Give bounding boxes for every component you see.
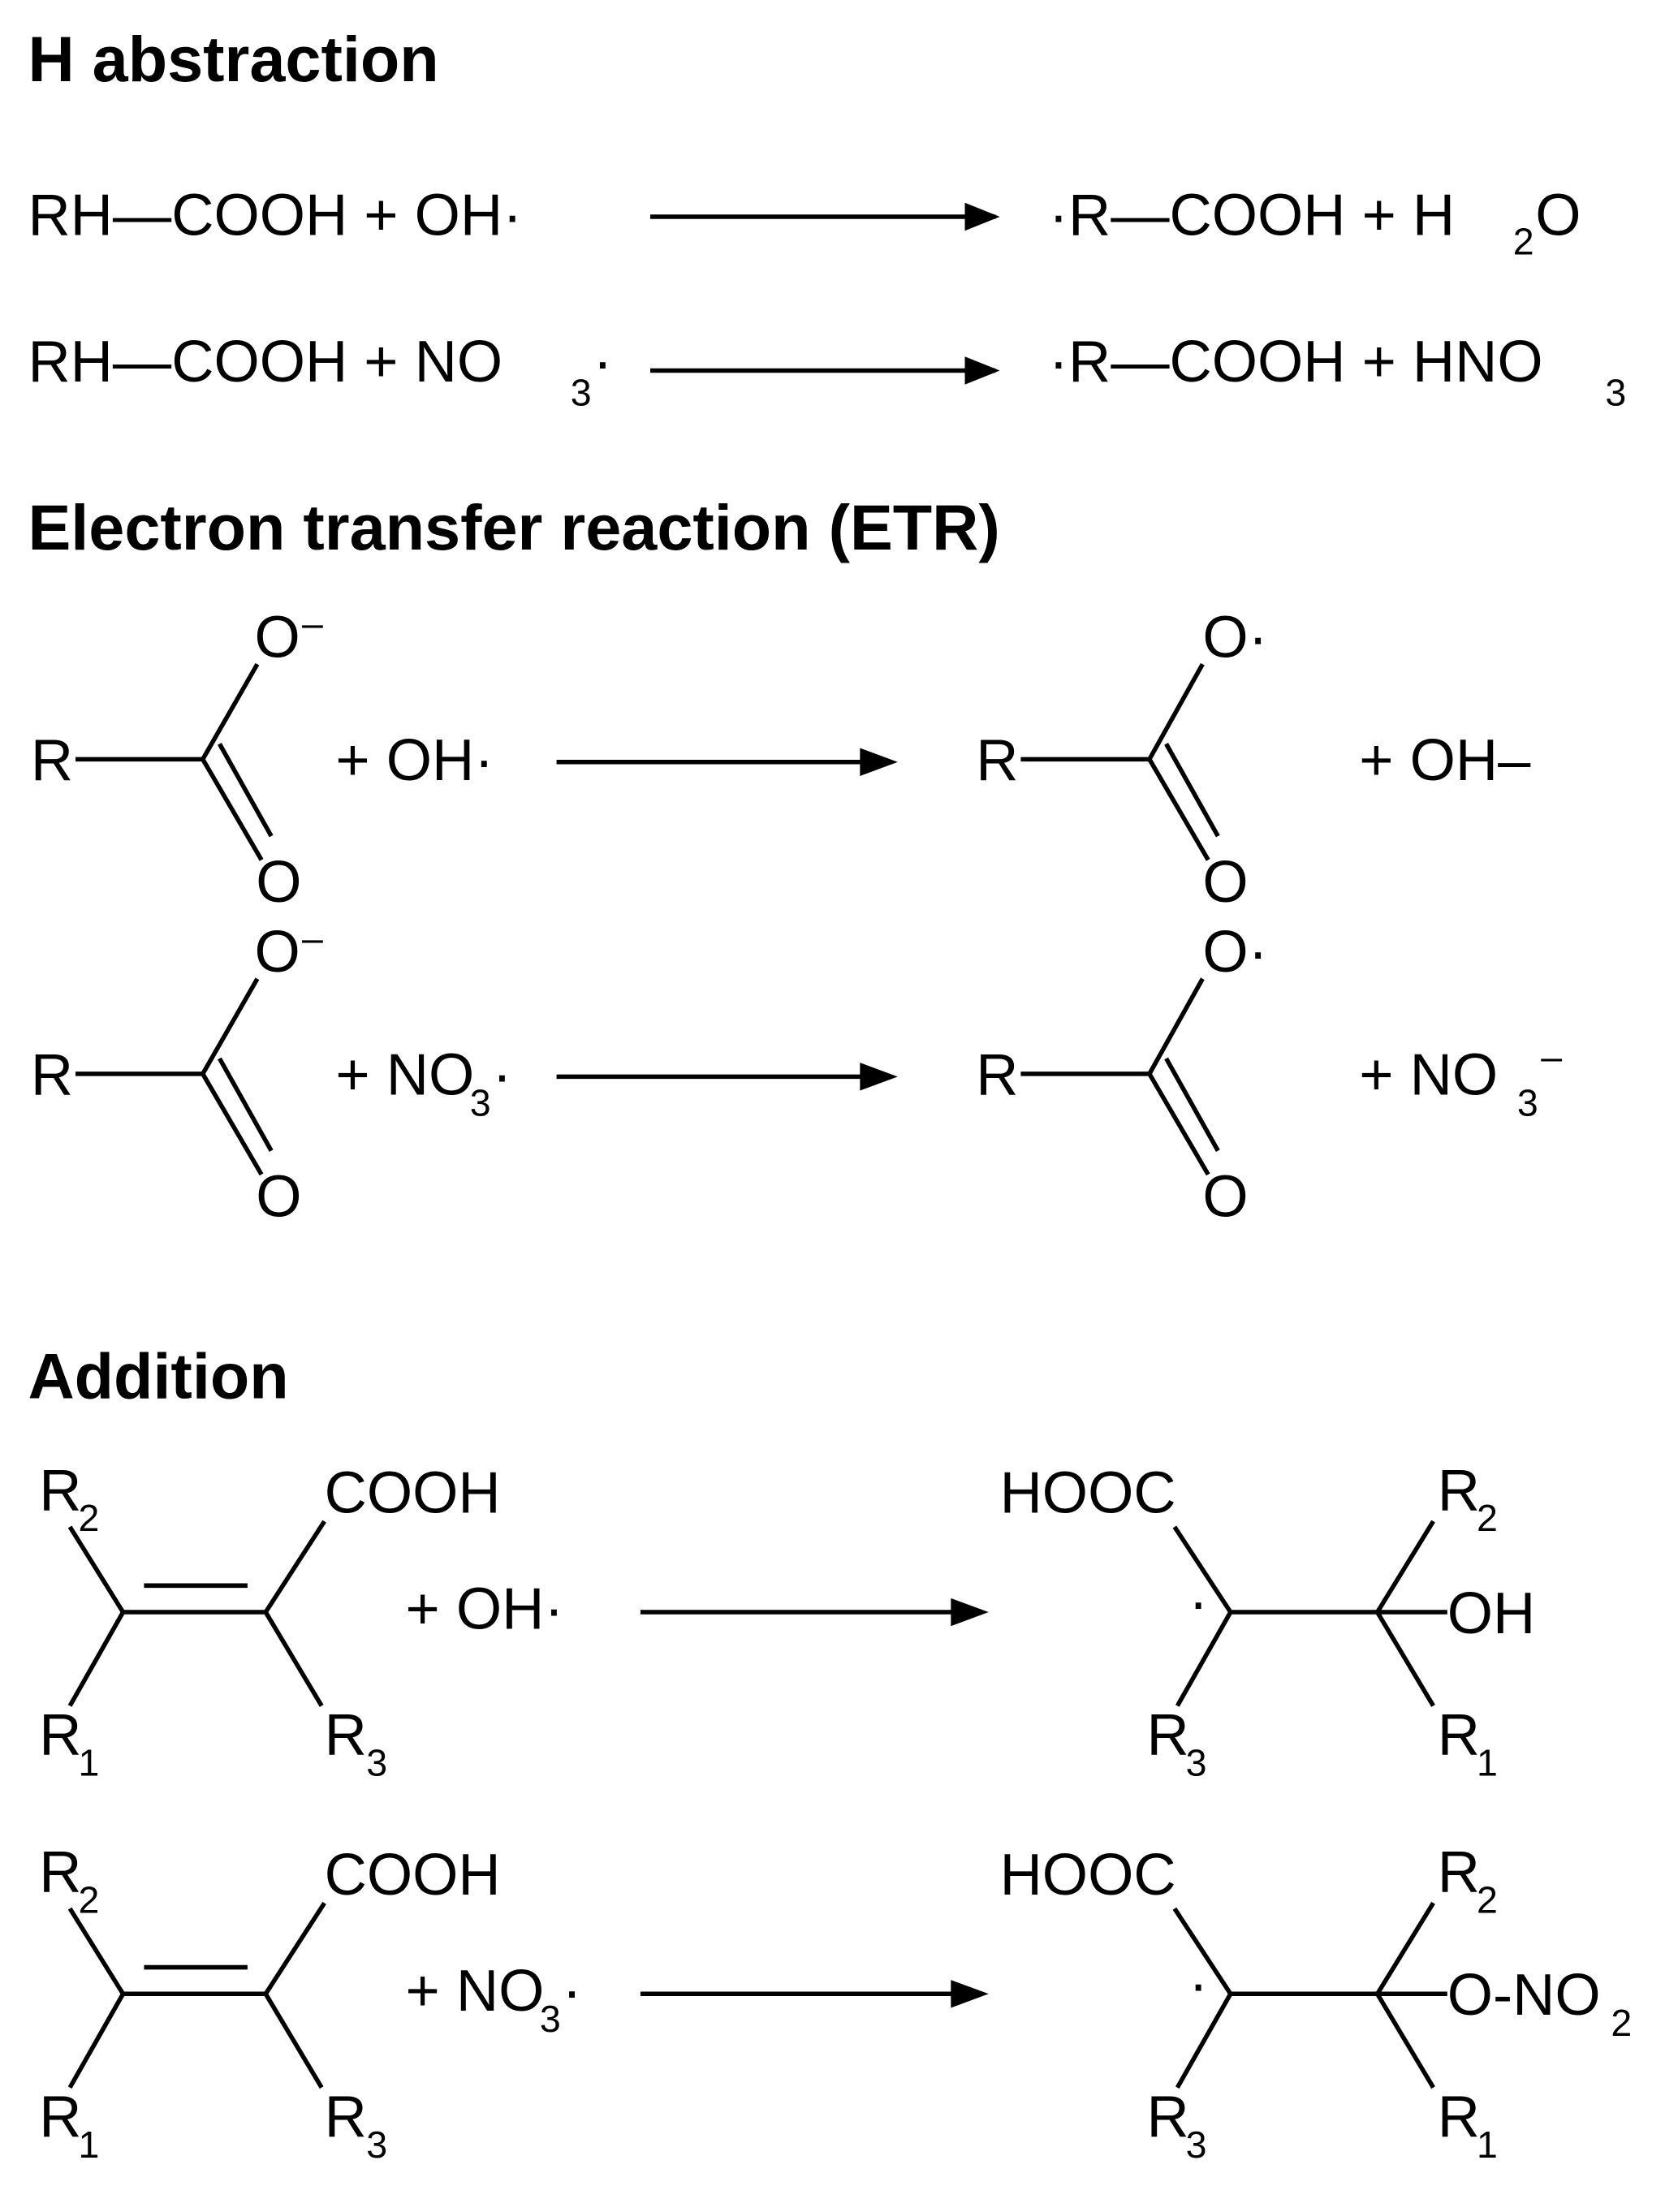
o-label: O [256, 850, 301, 915]
heading-addition: Addition [28, 1340, 288, 1412]
o-label: O [256, 1165, 301, 1230]
products: ·R—COOH + H [1049, 183, 1455, 248]
reagent: + NO [406, 1959, 545, 2024]
radical-dot: · [593, 330, 612, 395]
r-label: R [31, 1043, 73, 1108]
r-label: R [325, 2085, 367, 2149]
heading-etr: Electron transfer reaction (ETR) [28, 491, 999, 563]
cooh-label: COOH [325, 1843, 501, 1908]
charge-minus: – [1541, 1036, 1562, 1078]
byproduct: + NO [1359, 1043, 1498, 1108]
r-label: R [1146, 2085, 1188, 2149]
products-end: O [1535, 183, 1581, 248]
subscript: 2 [1611, 2002, 1632, 2044]
o-radical-label: O· [1202, 920, 1267, 985]
hooc-label: HOOC [1000, 1843, 1176, 1908]
hooc-label: HOOC [1000, 1461, 1176, 1526]
arrow-head [951, 1980, 989, 2008]
subscript: 1 [78, 1742, 99, 1784]
r-label: R [976, 1043, 1018, 1108]
subscript: 2 [78, 1497, 99, 1539]
r-label: R [325, 1703, 367, 1768]
subscript: 2 [1513, 220, 1534, 262]
charge-minus: – [302, 602, 323, 645]
addition-oh-reaction: R 2 R 1 COOH R 3 + OH· HOOC · R 3 R 2 OH… [39, 1458, 1535, 1783]
etr-no3-reaction: R O – O + NO 3 · R O· O + NO 3 – [31, 916, 1562, 1229]
subscript: 3 [1186, 2124, 1207, 2166]
radical-dot: · [1188, 1951, 1208, 2016]
r-label: R [1438, 1703, 1480, 1768]
subscript: 1 [1477, 1742, 1498, 1784]
r-label: R [39, 2085, 81, 2149]
reactants: RH—COOH + OH· [28, 183, 522, 248]
o-radical-label: O· [1202, 606, 1267, 670]
o-label: O [1202, 850, 1248, 915]
o-no2-group: O-NO [1447, 1963, 1601, 2028]
heading-h-abstraction: H abstraction [28, 23, 438, 95]
radical-dot: · [1188, 1570, 1208, 1635]
arrow-head [951, 1598, 989, 1627]
r-label: R [1438, 1458, 1480, 1523]
o-label: O [1202, 1165, 1248, 1230]
cooh-label: COOH [325, 1461, 501, 1526]
h-abstraction-oh-reaction: RH—COOH + OH· ·R—COOH + H 2 O [28, 183, 1581, 262]
subscript: 3 [366, 2124, 387, 2166]
radical-dot: · [562, 1959, 581, 2024]
subscript: 1 [1477, 2124, 1498, 2166]
r-label: R [39, 1458, 81, 1523]
reagent: + NO [335, 1043, 474, 1108]
reagent: + OH· [335, 728, 494, 793]
arrow-head [860, 1063, 898, 1091]
subscript: 2 [1477, 1878, 1498, 1921]
products: ·R—COOH + HNO [1049, 330, 1543, 395]
oh-group: OH [1447, 1581, 1536, 1646]
subscript: 3 [540, 1998, 561, 2040]
arrow-head [964, 202, 1000, 231]
r-label: R [39, 1703, 81, 1768]
r-label: R [31, 728, 73, 793]
radical-dot: · [492, 1043, 511, 1108]
subscript: 2 [78, 1878, 99, 1921]
r-label: R [1146, 1703, 1188, 1768]
subscript: 2 [1477, 1497, 1498, 1539]
r-label: R [1438, 1840, 1480, 1905]
subscript: 3 [1517, 1082, 1538, 1124]
r-label: R [976, 728, 1018, 793]
h-abstraction-no3-reaction: RH—COOH + NO 3 · ·R—COOH + HNO 3 [28, 330, 1626, 413]
subscript: 1 [78, 2124, 99, 2166]
subscript: 3 [1605, 372, 1626, 414]
o-label: O [254, 606, 300, 670]
subscript: 3 [1186, 1742, 1207, 1784]
arrow-head [964, 356, 1000, 385]
reagent: + OH· [406, 1577, 564, 1642]
etr-oh-reaction: R O – O + OH· R O· O + OH– [31, 602, 1531, 915]
arrow-head [860, 748, 898, 776]
o-label: O [254, 920, 300, 985]
addition-no3-reaction: R 2 R 1 COOH R 3 + NO 3 · HOOC · R 3 R 2… [39, 1840, 1632, 2166]
subscript: 3 [366, 1742, 387, 1784]
reactants: RH—COOH + NO [28, 330, 503, 395]
r-label: R [1438, 2085, 1480, 2149]
subscript: 3 [571, 372, 592, 414]
r-label: R [39, 1840, 81, 1905]
byproduct: + OH– [1359, 728, 1531, 793]
charge-minus: – [302, 916, 323, 959]
subscript: 3 [470, 1082, 491, 1124]
